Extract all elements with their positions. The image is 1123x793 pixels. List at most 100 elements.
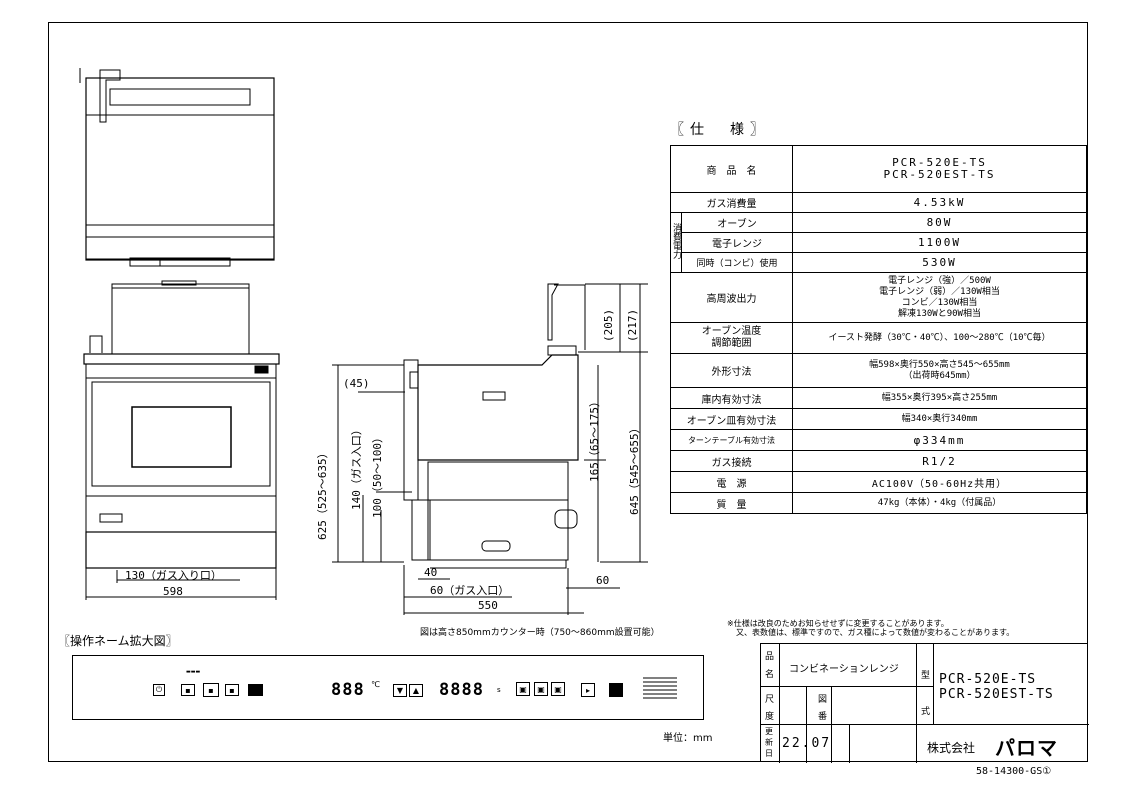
brand-logo: パロマ: [995, 736, 1058, 760]
kousin-label: 更 新 日: [765, 727, 773, 758]
front-view: [83, 280, 280, 600]
dim-60-bottom: 60: [596, 574, 610, 587]
spec-label: ガス接続: [670, 450, 793, 472]
model-2: PCR-520EST-TS: [939, 687, 1054, 702]
spec-label: オーブン温度 調節範囲: [670, 322, 793, 354]
spec-value: イースト発酵（30℃・40℃）、100～280℃（10℃毎）: [792, 322, 1087, 354]
spec-value: 1100W: [792, 232, 1087, 253]
model-1: PCR-520E-TS: [939, 672, 1037, 687]
spec-value: 4.53kW: [792, 192, 1087, 213]
power-button-icon: ⏻: [153, 684, 165, 696]
dim-60-gas: 60（ガス入口）: [430, 584, 510, 597]
vent-grille-icon: [643, 677, 677, 699]
dim-165: 165（65～175）: [588, 396, 601, 482]
spec-value: 幅340×奥行340mm: [792, 408, 1087, 430]
spec-label: オーブン: [681, 212, 793, 233]
spec-value: AC100V（50-60Hz共用）: [792, 471, 1087, 493]
button-caption-mark: ▬▬▬: [186, 669, 201, 675]
spec-label: オーブン皿有効寸法: [670, 408, 793, 430]
stop-button-icon: [609, 683, 623, 697]
spec-value: PCR-520E-TS PCR-520EST-TS: [792, 145, 1087, 193]
hin-label: 品 名: [765, 652, 775, 680]
spec-label: 質 量: [670, 492, 793, 514]
spec-note-line: ※仕様は改良のためお知らせせずに変更することがあります。: [727, 619, 949, 628]
control-panel: ⏻ ▪ ▪ ▪ ▬▬▬ 888 ℃ ▼ ▲ 8888 s ▣ ▣ ▣ ▸: [72, 655, 704, 720]
table-row: オーブン皿有効寸法 幅340×奥行340mm: [670, 408, 1087, 430]
down-arrow-icon: ▼: [393, 684, 407, 697]
spec-value: φ334mm: [792, 429, 1087, 451]
table-row: ガス接続 R1/2: [670, 450, 1087, 472]
table-row: オーブン温度 調節範囲 イースト発酵（30℃・40℃）、100～280℃（10℃…: [670, 322, 1087, 354]
table-row: 消費電力 オーブン 80W: [670, 212, 1087, 273]
spec-value: R1/2: [792, 450, 1087, 472]
dim-205: (205): [602, 308, 615, 342]
temp-display: 888: [331, 680, 365, 700]
table-row: 外形寸法 幅598×奥行550×高さ545～655mm （出荷時645mm）: [670, 353, 1087, 388]
spec-label: ターンテーブル有効寸法: [670, 429, 793, 451]
start-button-icon: ▸: [581, 683, 595, 697]
temp-unit: ℃: [371, 680, 380, 689]
spec-note-line: 又、表数値は、標準ですので、ガス種によって数値が変わることがあります。: [736, 628, 1015, 637]
spec-value: 47kg（本体）・4kg（付属品）: [792, 492, 1087, 514]
spec-label: 同時（コンビ）使用: [681, 252, 793, 273]
title-block: 品 名 コンビネーションレンジ 型 式 PCR-520E-TS PCR-520E…: [760, 643, 1089, 763]
spec-value: 幅598×奥行550×高さ545～655mm （出荷時645mm）: [792, 353, 1087, 388]
spec-value: 電子レンジ（強）／500W 電子レンジ（弱）／130W相当 コンビ／130W相当…: [792, 272, 1087, 323]
defrost-button-icon: ▣: [551, 682, 565, 696]
microwave-button-icon: ▪: [225, 684, 239, 696]
height-note: 図は高さ850mmカウンター時（750～860mm設置可能）: [420, 628, 660, 638]
table-row: 電子レンジ 1100W: [671, 232, 1087, 253]
combi-button-icon: ▪: [203, 683, 219, 697]
dim-625: 625（525～635）: [316, 447, 329, 540]
spec-label: 高周波出力: [670, 272, 793, 323]
table-row: ターンテーブル有効寸法 φ334mm: [670, 429, 1087, 451]
shaku-label: 尺 度: [765, 695, 775, 722]
dim-side-depth: 550: [478, 599, 498, 612]
company-prefix: 株式会社: [927, 741, 976, 755]
grill-button-icon: ▣: [534, 682, 548, 696]
panel-title: 〖操作ネーム拡大図〗: [58, 634, 178, 648]
table-row: 電 源 AC100V（50-60Hz共用）: [670, 471, 1087, 493]
spec-label: 電子レンジ: [681, 232, 793, 253]
side-view: [332, 283, 648, 615]
table-row: 商 品 名 PCR-520E-TS PCR-520EST-TS: [670, 145, 1087, 193]
dim-217: (217): [626, 308, 639, 342]
dim-front-width: 598: [163, 585, 183, 598]
zuban-label: 図 番: [818, 695, 828, 722]
dim-140: 140（ガス入口）: [350, 424, 363, 510]
time-unit: s: [497, 686, 501, 694]
spec-value: 80W: [792, 212, 1087, 233]
table-row: 庫内有効寸法 幅355×奥行395×高さ255mm: [670, 387, 1087, 409]
dim-gas-inlet-front: 130（ガス入り口）: [125, 569, 222, 582]
dim-45: (45): [343, 377, 370, 390]
kata-label: 型 式: [921, 671, 931, 717]
product-type: コンビネーションレンジ: [789, 664, 899, 675]
document-number: 58-14300-GS①: [976, 766, 1052, 777]
mode-button-icon: [248, 684, 263, 696]
spec-value: 幅355×奥行395×高さ255mm: [792, 387, 1087, 409]
spec-label: 庫内有効寸法: [670, 387, 793, 409]
dim-100: 100（50～100）: [371, 432, 384, 518]
spec-label: ガス消費量: [670, 192, 793, 213]
spec-note: ※仕様は改良のためお知らせせずに変更することがあります。 又、表数値は、標準です…: [727, 619, 1014, 637]
dim-645: 645（545～655）: [628, 422, 641, 515]
power-group-label: 消費電力: [670, 212, 682, 273]
unit-label: 単位：mm: [663, 733, 713, 744]
spec-label: 電 源: [670, 471, 793, 493]
table-row: 質 量 47kg（本体）・4kg（付属品）: [670, 492, 1087, 514]
power-group-text: 消費電力: [671, 223, 681, 259]
spec-table: 商 品 名 PCR-520E-TS PCR-520EST-TS ガス消費量 4.…: [670, 145, 1087, 514]
time-display: 8888: [439, 680, 484, 700]
spec-label: 外形寸法: [670, 353, 793, 388]
revision-date: 22.07: [782, 736, 832, 751]
top-view: [79, 68, 275, 267]
dim-40: 40: [424, 566, 438, 579]
oven-button-icon: ▪: [181, 684, 195, 696]
table-row: 高周波出力 電子レンジ（強）／500W 電子レンジ（弱）／130W相当 コンビ／…: [670, 272, 1087, 323]
spec-value: 530W: [792, 252, 1087, 273]
up-arrow-icon: ▲: [409, 684, 423, 697]
steam-button-icon: ▣: [516, 682, 530, 696]
spec-title: 〖仕 様〗: [670, 122, 770, 138]
spec-label: 商 品 名: [670, 145, 793, 193]
